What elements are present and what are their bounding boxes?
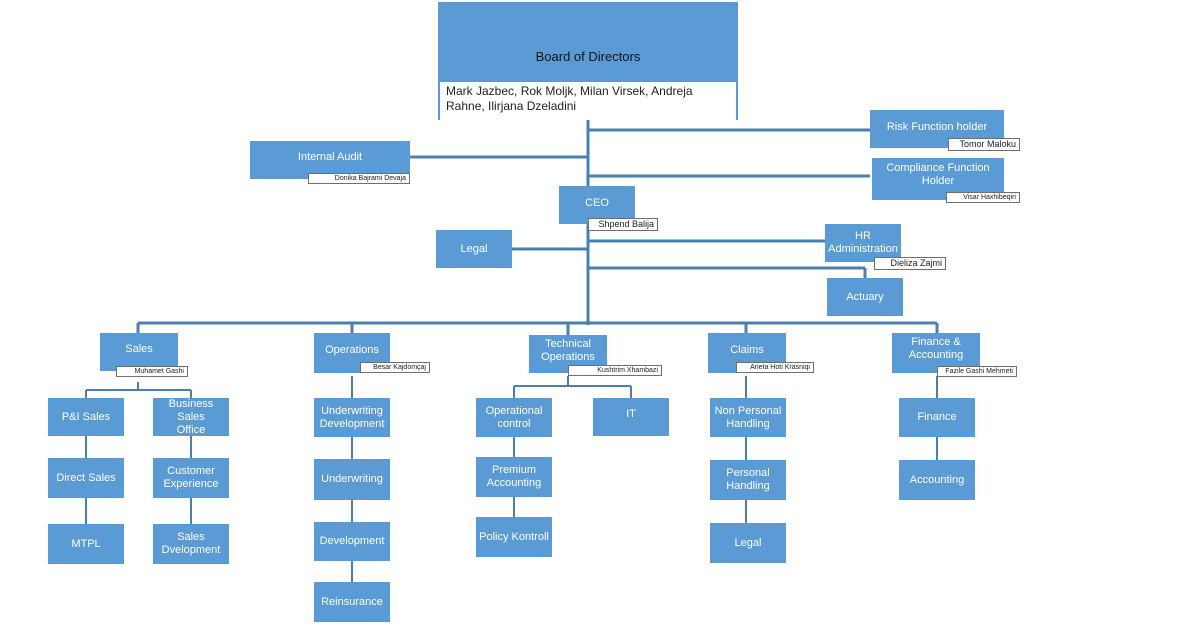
reinsurance-label: Reinsurance <box>321 595 383 608</box>
non-personal-handling-label: Non Personal Handling <box>714 404 782 430</box>
sales-development-box[interactable]: Sales Dvelopment <box>153 524 229 564</box>
finance-accounting-person: Fazile Gashi Mehmeti <box>937 366 1017 377</box>
personal-handling-box[interactable]: Personal Handling <box>710 460 786 500</box>
pi-sales-box[interactable]: P&I Sales <box>48 398 124 436</box>
sales-person: Muhamet Gashi <box>116 366 188 377</box>
legal-claims-box[interactable]: Legal <box>710 523 786 563</box>
hr-administration-person: Dieliza Zajmi <box>874 257 946 270</box>
sales-box[interactable]: Sales <box>100 333 178 371</box>
premium-accounting-label: Premium Accounting <box>486 464 542 489</box>
ceo-person: Shpend Balija <box>588 218 658 231</box>
policy-kontroll-box[interactable]: Policy Kontroll <box>476 517 552 557</box>
legal-box[interactable]: Legal <box>436 230 512 268</box>
operations-title: Operations <box>325 344 379 356</box>
internal-audit-box[interactable]: Internal Audit <box>250 141 410 179</box>
hr-administration-title: HR Administration <box>828 230 898 255</box>
compliance-function-person: Visar Haxhibeqiri <box>946 192 1020 203</box>
board-of-directors-box[interactable]: Board of Directors Mark Jazbec, Rok Molj… <box>438 2 738 120</box>
premium-accounting-box[interactable]: Premium Accounting <box>476 457 552 497</box>
finance-label: Finance <box>917 411 957 423</box>
operations-person: Besar Kajdomçaj <box>360 362 430 373</box>
accounting-box[interactable]: Accounting <box>899 460 975 500</box>
ceo-title: CEO <box>585 197 609 209</box>
operational-control-box[interactable]: Operational control <box>476 398 552 437</box>
it-box[interactable]: IT <box>593 398 669 436</box>
pi-sales-label: P&I Sales <box>61 410 111 423</box>
board-members: Mark Jazbec, Rok Moljk, Milan Virsek, An… <box>440 82 736 120</box>
underwriting-label: Underwriting <box>321 473 383 485</box>
actuary-title: Actuary <box>846 290 884 303</box>
risk-function-title: Risk Function holder <box>886 121 988 133</box>
development-label: Development <box>319 535 385 547</box>
technical-operations-person: Kushtrim Xhambazi <box>568 365 662 376</box>
sales-development-label: Sales Dvelopment <box>161 531 221 556</box>
direct-sales-label: Direct Sales <box>56 471 116 484</box>
mtpl-label: MTPL <box>71 537 101 550</box>
internal-audit-person: Donika Bajrami Devaja <box>308 173 410 184</box>
reinsurance-box[interactable]: Reinsurance <box>314 582 390 622</box>
risk-function-box[interactable]: Risk Function holder <box>870 110 1004 148</box>
hr-administration-box[interactable]: HR Administration <box>825 224 901 262</box>
non-personal-handling-box[interactable]: Non Personal Handling <box>710 398 786 437</box>
customer-experience-label: Customer Experience <box>163 465 219 490</box>
underwriting-development-label: Underwriting Development <box>319 404 385 430</box>
policy-kontroll-label: Policy Kontroll <box>479 530 549 543</box>
customer-experience-box[interactable]: Customer Experience <box>153 458 229 498</box>
claims-title: Claims <box>730 344 764 356</box>
development-box[interactable]: Development <box>314 522 390 561</box>
sales-title: Sales <box>125 343 153 355</box>
compliance-function-title: Compliance Function Holder <box>886 162 990 187</box>
actuary-box[interactable]: Actuary <box>827 278 903 316</box>
direct-sales-box[interactable]: Direct Sales <box>48 458 124 498</box>
business-sales-office-box[interactable]: Business Sales Office <box>153 398 229 436</box>
board-title: Board of Directors <box>535 49 641 64</box>
underwriting-box[interactable]: Underwriting <box>314 459 390 500</box>
operational-control-label: Operational control <box>485 404 543 430</box>
risk-function-person: Tomor Maloku <box>948 138 1020 151</box>
accounting-label: Accounting <box>909 473 965 486</box>
technical-operations-title: Technical Operations <box>541 338 595 363</box>
underwriting-development-box[interactable]: Underwriting Development <box>314 398 390 437</box>
finance-accounting-title: Finance & Accounting <box>908 336 964 361</box>
mtpl-box[interactable]: MTPL <box>48 524 124 564</box>
business-sales-office-label: Business Sales Office <box>168 397 214 436</box>
finance-box[interactable]: Finance <box>899 398 975 437</box>
it-label: IT <box>626 408 636 420</box>
claims-person: Arieta Hoti Krasniqi <box>736 362 814 373</box>
ceo-box[interactable]: CEO <box>559 186 635 224</box>
legal-title: Legal <box>460 242 488 255</box>
legal-claims-label: Legal <box>734 536 762 549</box>
personal-handling-label: Personal Handling <box>726 467 770 492</box>
internal-audit-title: Internal Audit <box>297 151 363 163</box>
